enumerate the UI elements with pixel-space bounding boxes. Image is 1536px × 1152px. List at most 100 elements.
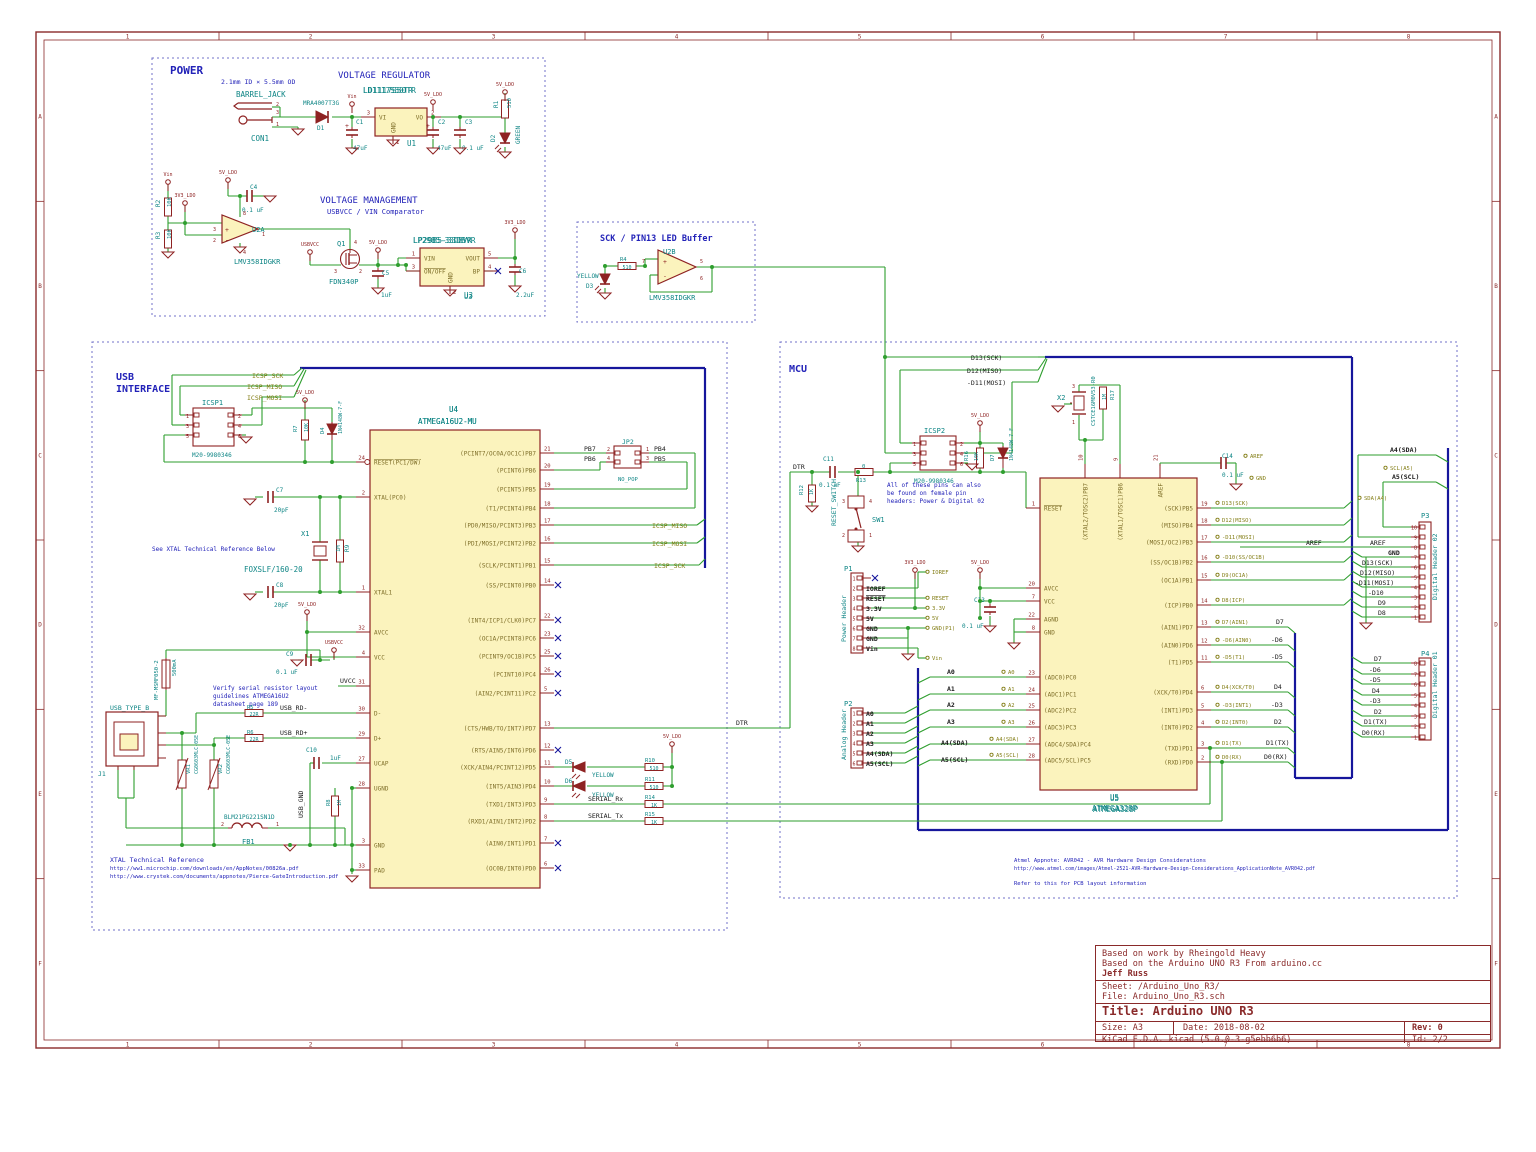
schematic-label: A5(SCL) bbox=[1392, 473, 1419, 481]
ic-pin-number: 14 bbox=[544, 579, 551, 585]
schematic-label: R3 bbox=[155, 231, 162, 239]
schematic-label: R4 bbox=[620, 257, 627, 263]
wire bbox=[1037, 357, 1047, 371]
ic-pin-number: 5 bbox=[488, 252, 491, 258]
ic-pin-name: GND bbox=[448, 272, 455, 283]
schematic-label: A3 bbox=[1008, 720, 1015, 726]
schematic-label: R12 bbox=[799, 485, 805, 495]
schematic-label: ICSP_SCK bbox=[252, 372, 283, 380]
schematic-label: USB bbox=[116, 372, 134, 383]
schematic-label: YELLOW bbox=[577, 273, 599, 280]
schematic-label: C4 bbox=[250, 184, 258, 191]
schematic-label: A4(SDA) bbox=[1390, 446, 1417, 454]
header-pad bbox=[856, 710, 863, 716]
schematic-label: ICSP1 bbox=[202, 399, 223, 407]
schematic-label: 1 bbox=[913, 442, 916, 448]
wire bbox=[904, 725, 919, 734]
schematic-label: C7 bbox=[276, 487, 284, 494]
power-flag-icon bbox=[502, 89, 508, 95]
schematic-label: 0.1 uF bbox=[462, 145, 484, 152]
power-flag-label: 5V_LDO bbox=[971, 560, 989, 566]
barrel-jack-icon bbox=[238, 115, 248, 125]
schematic-label: 1M bbox=[337, 800, 343, 806]
led-icon bbox=[571, 780, 586, 792]
schematic-label: 3.3V bbox=[866, 605, 882, 613]
schematic-label: D4 bbox=[1274, 683, 1282, 691]
power-flag-icon bbox=[977, 420, 983, 426]
wire-junction bbox=[330, 460, 334, 464]
wire bbox=[1351, 719, 1363, 727]
schematic-label: GND bbox=[1256, 476, 1266, 482]
schematic-label: ATMEGA16U2-MU bbox=[418, 417, 477, 426]
ic-pin-name: VI bbox=[379, 114, 387, 121]
schematic-label: 0 bbox=[862, 464, 865, 470]
schematic-label: AREF bbox=[1306, 539, 1322, 547]
ic-pin-name: (PCINT7/OC0A/OC1C)PB7 bbox=[460, 450, 536, 457]
header-pad bbox=[227, 422, 234, 428]
ground-symbol bbox=[232, 246, 248, 254]
schematic-label: - bbox=[225, 236, 229, 244]
schematic-label: SW1 bbox=[872, 516, 885, 524]
ic-pin-number: 1 bbox=[396, 140, 399, 146]
ic-pin-number: 30 bbox=[358, 707, 365, 713]
wire-junction bbox=[333, 843, 337, 847]
resistor-icon bbox=[336, 539, 344, 563]
schematic-label: C10 bbox=[306, 747, 317, 754]
wire-junction bbox=[288, 843, 292, 847]
ic-pin-number: 24 bbox=[358, 456, 365, 462]
schematic-label: 1 bbox=[646, 447, 649, 453]
net-flag-icon bbox=[1215, 534, 1220, 539]
header-pin-number: 2 bbox=[852, 721, 855, 727]
ic-pin-number: 1 bbox=[362, 586, 365, 592]
net-flag-icon bbox=[989, 752, 994, 757]
ic-pin-number: 4 bbox=[362, 651, 366, 657]
ic-pin-name: (ADC3)PC3 bbox=[1044, 724, 1077, 731]
no-connect-icon bbox=[871, 574, 879, 582]
ic-pin-number: 22 bbox=[1028, 613, 1035, 619]
schematic-label: + bbox=[345, 122, 349, 130]
wire-junction bbox=[978, 599, 982, 603]
net-flag-icon bbox=[925, 605, 930, 610]
wire-junction bbox=[670, 765, 674, 769]
ic-pin-name: (MISO)PB4 bbox=[1160, 522, 1193, 529]
net-flag-icon bbox=[925, 595, 930, 600]
schematic-label: X1 bbox=[301, 530, 309, 538]
no-connect-icon bbox=[554, 652, 562, 660]
schematic-label: ICSP_SCK bbox=[654, 562, 685, 570]
header-pad bbox=[856, 585, 863, 591]
header-pad bbox=[856, 635, 863, 641]
wire-junction bbox=[978, 586, 982, 590]
switch-icon bbox=[847, 495, 865, 509]
schematic-label: VOLTAGE REGULATOR bbox=[338, 71, 431, 81]
schematic-label: D13(SCK) bbox=[1362, 559, 1393, 567]
wire-junction bbox=[404, 263, 408, 267]
schematic-label: CON1 bbox=[251, 134, 269, 143]
schematic-label: YELLOW bbox=[592, 792, 614, 799]
wire-junction bbox=[978, 616, 982, 620]
header-pad bbox=[856, 760, 863, 766]
schematic-label: A4(SDA) bbox=[866, 750, 893, 758]
ic-pin-number: 28 bbox=[358, 782, 365, 788]
wire-junction bbox=[238, 194, 242, 198]
wire-junction bbox=[906, 626, 910, 630]
ic-pin-number: 4 bbox=[488, 265, 492, 271]
ferrite-bead-icon bbox=[231, 822, 263, 829]
wire-junction bbox=[1083, 438, 1087, 442]
ic-pin-name: AREF bbox=[1158, 483, 1165, 498]
ground-symbol bbox=[507, 285, 523, 293]
power-flag-label: 3V3_LDO bbox=[504, 220, 525, 226]
net-flag-icon bbox=[1357, 495, 1362, 500]
title-block-author: Jeff Russ bbox=[1102, 969, 1149, 979]
ic-pin-number: 18 bbox=[544, 502, 551, 508]
net-flag-icon bbox=[1215, 702, 1220, 707]
ground-symbol bbox=[242, 593, 258, 601]
header-pin-number: 1 bbox=[1414, 735, 1417, 741]
ic-pin-number: 27 bbox=[358, 757, 365, 763]
schematic-label: MRA4007T3G bbox=[303, 100, 340, 107]
schematic-label: SDA(A4) bbox=[1364, 496, 1387, 502]
header-pin-number: 7 bbox=[1414, 555, 1417, 561]
power-flag-label: 5V_LDO bbox=[296, 390, 314, 396]
wire-junction bbox=[318, 495, 322, 499]
frame-column-label: 1 bbox=[126, 34, 130, 41]
frame-row-label: C bbox=[38, 452, 42, 459]
